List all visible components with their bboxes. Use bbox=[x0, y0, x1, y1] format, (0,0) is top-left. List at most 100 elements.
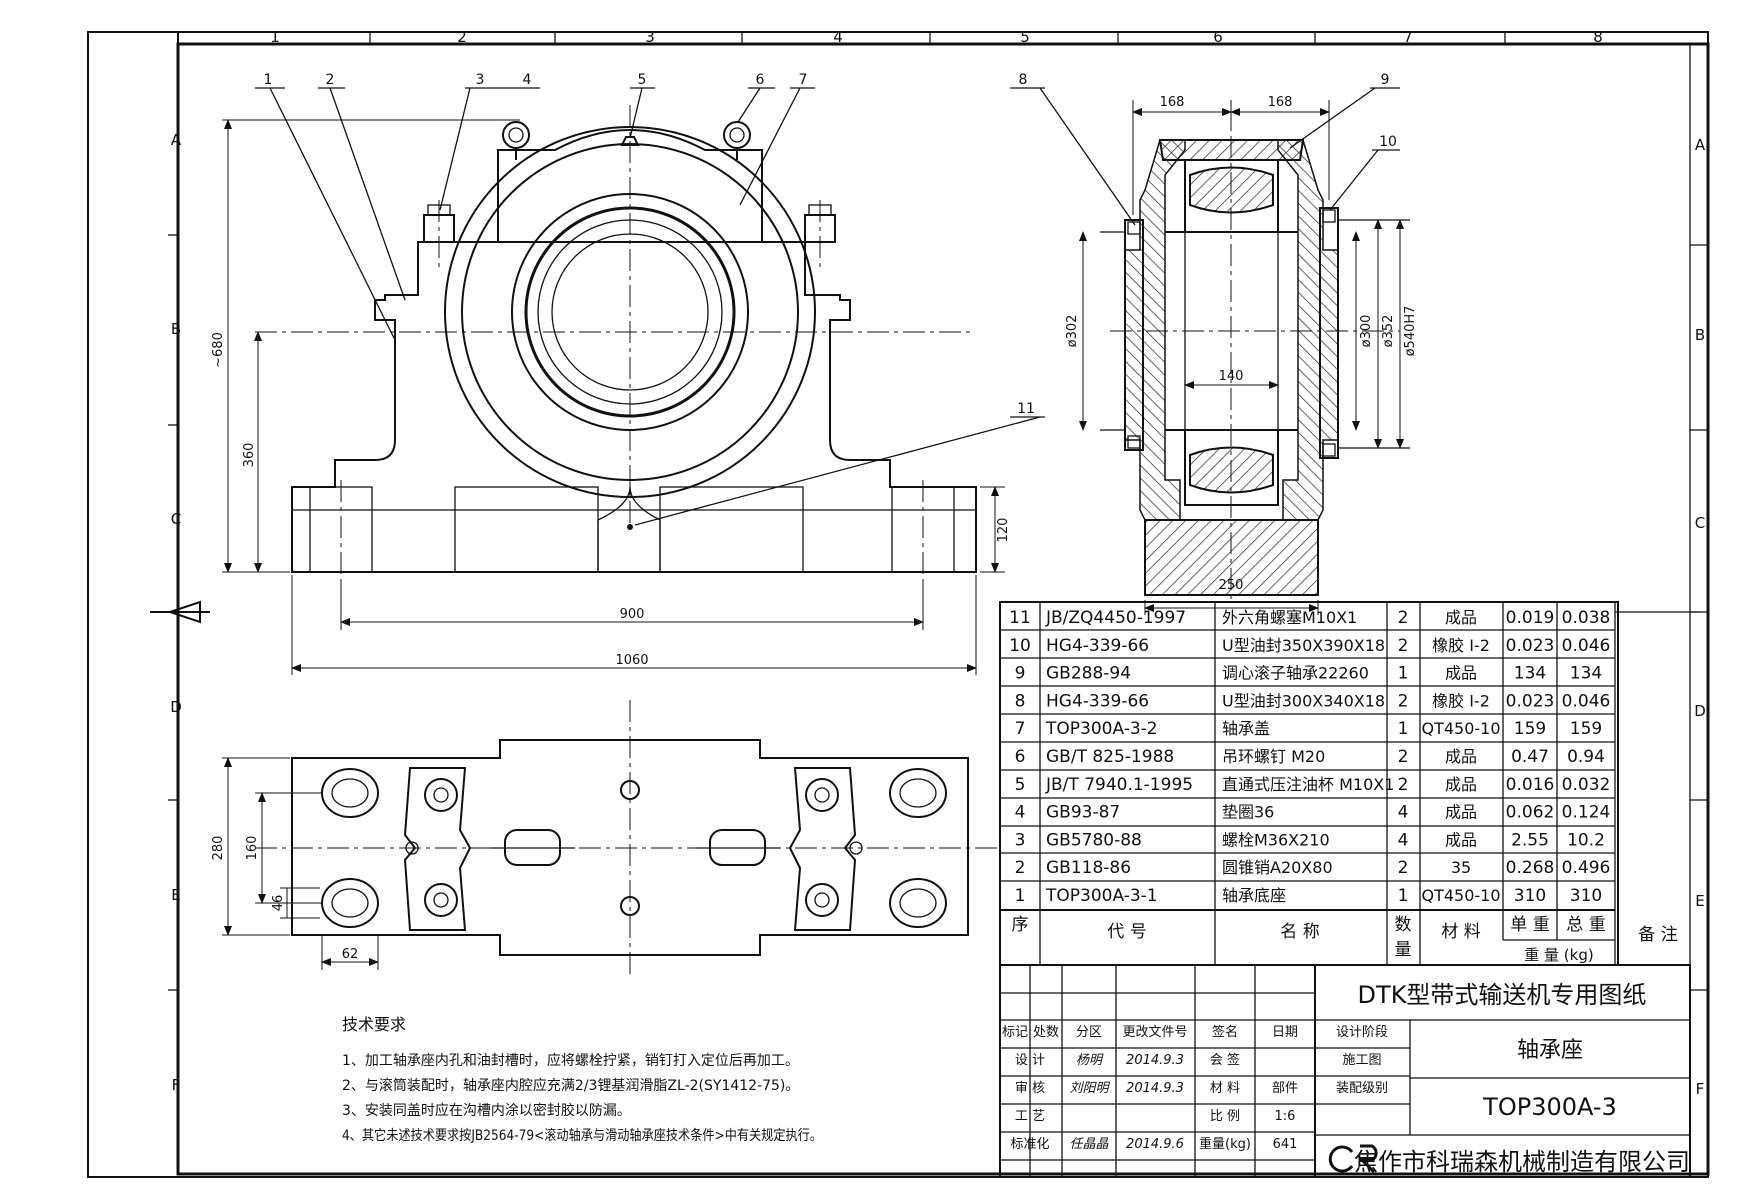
parts-cell-code: HG4-339-66 bbox=[1046, 636, 1149, 656]
drawing-number: TOP300A-3 bbox=[1482, 1093, 1617, 1121]
header-material: 材 料 bbox=[1441, 922, 1480, 942]
requirement-item: 2、与滚筒装配时，轴承座内腔应充满2/3锂基润滑脂ZL-2(SY1412-75)… bbox=[342, 1077, 799, 1094]
dim-height: ~680 bbox=[211, 332, 226, 368]
parts-list-header: 序 代 号 名 称 数 量 材 料 单 重 总 重 重 量 (kg) 备 注 bbox=[1012, 915, 1678, 964]
row-label: D bbox=[1694, 702, 1706, 720]
dim-360: 360 bbox=[242, 443, 257, 468]
parts-cell-total: 10.2 bbox=[1567, 830, 1605, 850]
col-label: 2 bbox=[457, 28, 467, 46]
company-name: 焦作市科瑞森机械制造有限公司 bbox=[1354, 1148, 1690, 1176]
label-craft: 工 艺 bbox=[1015, 1109, 1045, 1124]
requirement-item: 3、安装同盖时应在沟槽内涂以密封胶以防漏。 bbox=[342, 1102, 631, 1119]
parts-cell-material: 成品 bbox=[1445, 664, 1477, 683]
parts-cell-total: 0.032 bbox=[1562, 775, 1611, 795]
dim-280: 280 bbox=[211, 836, 226, 861]
reviewer-date: 2014.9.3 bbox=[1126, 1081, 1184, 1096]
parts-cell-total: 310 bbox=[1570, 886, 1602, 906]
requirement-item: 4、其它未述技术要求按JB2564-79<滚动轴承与滑动轴承座技术条件>中有关规… bbox=[342, 1127, 822, 1144]
parts-cell-qty: 2 bbox=[1398, 775, 1409, 795]
callout-label: 3 bbox=[476, 72, 485, 88]
callout-label: 6 bbox=[756, 72, 765, 88]
label-scale: 比 例 bbox=[1210, 1109, 1240, 1124]
standard-signature: 任晶晶 bbox=[1069, 1137, 1109, 1152]
parts-cell-unit: 0.47 bbox=[1511, 747, 1549, 767]
parts-cell-unit: 310 bbox=[1514, 886, 1546, 906]
front-view bbox=[255, 105, 977, 580]
row-label: D bbox=[170, 698, 182, 716]
parts-cell-qty: 2 bbox=[1398, 747, 1409, 767]
parts-cell-no: 5 bbox=[1015, 775, 1026, 795]
callout-label: 7 bbox=[799, 72, 808, 88]
parts-cell-no: 3 bbox=[1015, 830, 1026, 850]
col-label: 7 bbox=[1403, 28, 1413, 46]
col-label: 5 bbox=[1020, 28, 1030, 46]
label-date: 日期 bbox=[1272, 1025, 1298, 1040]
parts-cell-total: 0.94 bbox=[1567, 747, 1605, 767]
label-countersign: 会 签 bbox=[1210, 1052, 1240, 1068]
dim-d540: ø540H7 bbox=[1403, 306, 1418, 357]
parts-cell-unit: 159 bbox=[1514, 719, 1546, 739]
parts-cell-code: JB/T 7940.1-1995 bbox=[1045, 775, 1193, 795]
dim-160: 160 bbox=[245, 836, 260, 861]
parts-cell-name: 吊环螺钉 M20 bbox=[1222, 747, 1325, 766]
parts-cell-unit: 0.268 bbox=[1506, 858, 1555, 878]
parts-cell-code: GB5780-88 bbox=[1046, 830, 1142, 850]
callout-label: 1 bbox=[264, 72, 273, 88]
dim-168-left: 168 bbox=[1160, 95, 1185, 110]
technical-requirements: 技术要求 1、加工轴承座内孔和油封槽时，应将螺栓拧紧，销钉打入定位后再加工。 2… bbox=[342, 1015, 822, 1144]
header-unit-weight: 单 重 bbox=[1510, 915, 1549, 935]
parts-cell-name: 轴承盖 bbox=[1222, 719, 1270, 738]
parts-cell-material: 成品 bbox=[1445, 747, 1477, 766]
row-label: A bbox=[171, 131, 182, 149]
parts-cell-name: 调心滚子轴承22260 bbox=[1222, 664, 1369, 683]
header-name: 名 称 bbox=[1280, 922, 1319, 942]
row-label: C bbox=[171, 510, 181, 528]
parts-cell-material: 成品 bbox=[1445, 608, 1477, 627]
part-name: 轴承座 bbox=[1517, 1038, 1583, 1063]
parts-cell-name: 圆锥销A20X80 bbox=[1222, 858, 1333, 877]
standard-date: 2014.9.6 bbox=[1126, 1137, 1184, 1152]
parts-cell-material: 成品 bbox=[1445, 803, 1477, 822]
row-label: F bbox=[172, 1076, 181, 1094]
label-sign: 签名 bbox=[1212, 1024, 1238, 1040]
label-construction: 施工图 bbox=[1342, 1053, 1381, 1068]
label-mark: 标记 bbox=[1002, 1025, 1028, 1040]
parts-cell-name: 螺栓M36X210 bbox=[1222, 830, 1330, 849]
parts-cell-qty: 2 bbox=[1398, 608, 1409, 628]
parts-cell-name: U型油封300X340X18 bbox=[1222, 691, 1385, 710]
label-zone: 分区 bbox=[1076, 1025, 1102, 1040]
parts-cell-qty: 2 bbox=[1398, 636, 1409, 656]
company-logo bbox=[1328, 1144, 1378, 1174]
requirement-item: 1、加工轴承座内孔和油封槽时，应将螺栓拧紧，销钉打入定位后再加工。 bbox=[342, 1052, 799, 1069]
label-weight: 重量(kg) bbox=[1199, 1136, 1251, 1152]
parts-cell-no: 8 bbox=[1015, 691, 1026, 711]
parts-cell-total: 0.046 bbox=[1562, 691, 1611, 711]
parts-cell-unit: 0.016 bbox=[1506, 775, 1555, 795]
callout-label: 5 bbox=[638, 72, 647, 88]
callout-label: 9 bbox=[1381, 72, 1390, 88]
label-material: 材 料 bbox=[1210, 1081, 1240, 1096]
callout-label: 8 bbox=[1019, 72, 1028, 88]
callout-label: 4 bbox=[523, 72, 532, 88]
parts-cell-total: 159 bbox=[1570, 719, 1602, 739]
label-doc-number: 更改文件号 bbox=[1122, 1025, 1187, 1040]
dim-46: 46 bbox=[271, 895, 286, 912]
parts-cell-qty: 1 bbox=[1398, 719, 1409, 739]
parts-cell-no: 4 bbox=[1015, 803, 1026, 823]
parts-cell-code: GB118-86 bbox=[1046, 858, 1131, 878]
parts-cell-qty: 2 bbox=[1398, 691, 1409, 711]
parts-cell-code: GB288-94 bbox=[1046, 664, 1131, 684]
parts-cell-name: 垫圈36 bbox=[1222, 803, 1274, 822]
label-count: 处数 bbox=[1033, 1025, 1059, 1040]
parts-cell-total: 134 bbox=[1570, 664, 1602, 684]
parts-cell-unit: 0.019 bbox=[1506, 608, 1555, 628]
dim-168-right: 168 bbox=[1268, 95, 1293, 110]
col-label: 1 bbox=[270, 28, 280, 46]
row-label: A bbox=[1695, 136, 1706, 154]
